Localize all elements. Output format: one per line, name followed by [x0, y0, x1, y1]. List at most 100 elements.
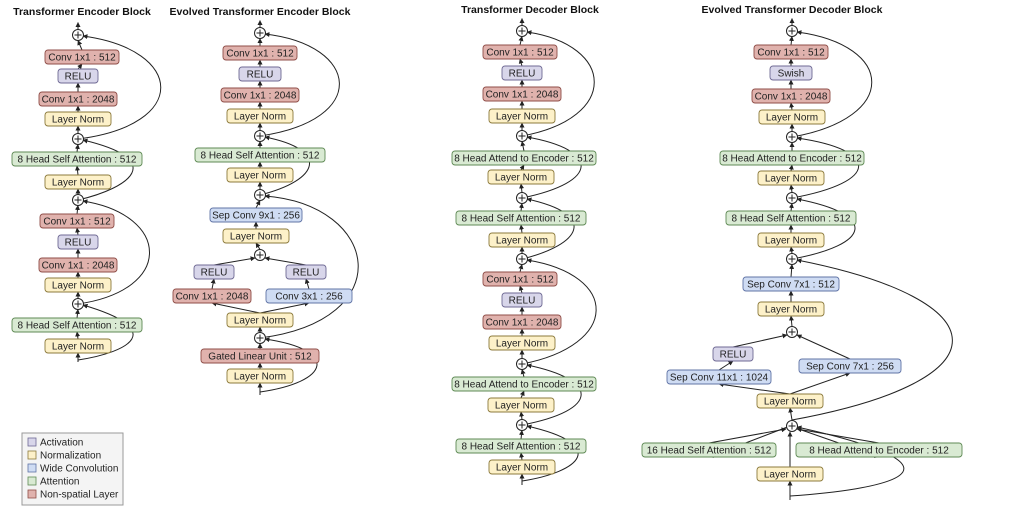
- layer-box-frame: [795, 442, 963, 458]
- layer-box-frame: [238, 66, 282, 82]
- layer-box-label: Layer Norm: [495, 401, 547, 412]
- legend-item-wide-convolution: Wide Convolution: [27, 463, 118, 475]
- legend-item-attention: Attention: [27, 476, 79, 488]
- layer-box-label: Layer Norm: [52, 281, 104, 292]
- connection-lines: [74, 18, 953, 500]
- layer-box-edec-sepconv11: Sep Conv 11x1 : 1024: [666, 369, 772, 385]
- skip-connection: [77, 303, 134, 361]
- connector: [75, 165, 80, 176]
- connector: [519, 411, 525, 420]
- layer-box-enc-ln2: Layer Norm: [44, 174, 112, 190]
- layer-box-frame: [200, 348, 320, 364]
- connector: [210, 278, 216, 290]
- connector: [518, 58, 524, 67]
- connector: [74, 144, 80, 153]
- title-evolved-transformer-decoder: Evolved Transformer Decoder Block: [702, 4, 883, 16]
- layer-box-label: 8 Head Attend to Encoder : 512: [454, 154, 594, 165]
- skip-connection: [791, 197, 856, 260]
- layer-box-eenc-glu: Gated Linear Unit : 512: [200, 348, 320, 364]
- add-node-edec-a6: [786, 420, 798, 432]
- legend-swatch: [27, 476, 37, 486]
- layer-box-label: 8 Head Attend to Encoder : 512: [454, 380, 594, 391]
- layer-box-frame: [44, 277, 112, 293]
- connector: [520, 141, 526, 152]
- layer-box-frame: [172, 288, 252, 304]
- connector: [732, 333, 788, 348]
- connector: [264, 256, 307, 266]
- layer-box-label: Layer Norm: [52, 342, 104, 353]
- layer-box-label: Conv 1x1 : 512: [226, 49, 294, 60]
- layer-box-label: Layer Norm: [765, 236, 817, 247]
- add-node-dec-a6: [516, 419, 528, 431]
- layer-box-label: RELU: [247, 70, 274, 81]
- layer-box-frame: [44, 174, 112, 190]
- connector: [789, 184, 795, 193]
- layer-box-frame: [11, 151, 143, 167]
- layer-box-label: 8 Head Self Attention : 512: [18, 155, 137, 166]
- layer-box-frame: [487, 397, 555, 413]
- layer-box-label: Layer Norm: [52, 115, 104, 126]
- layer-box-frame: [44, 338, 112, 354]
- skip-connection: [259, 32, 340, 137]
- layer-box-label: Layer Norm: [234, 372, 286, 383]
- connector: [259, 301, 310, 314]
- connector: [519, 164, 525, 171]
- layer-box-edec-ln3: Layer Norm: [757, 232, 825, 248]
- connector: [74, 309, 80, 319]
- connector: [519, 183, 525, 193]
- layer-box-frame: [226, 167, 294, 183]
- layer-box-eenc-sepconv: Sep Conv 9x1 : 256: [209, 207, 303, 223]
- legend-label: Wide Convolution: [40, 464, 118, 475]
- layer-box-frame: [455, 438, 587, 454]
- add-nodes: [72, 25, 798, 432]
- layer-box-enc-ln3: Layer Norm: [44, 277, 112, 293]
- layer-box-dec-ln5: Layer Norm: [487, 397, 555, 413]
- title-transformer-decoder: Transformer Decoder Block: [461, 4, 599, 16]
- connector: [718, 382, 791, 395]
- layer-box-edec-ln2: Layer Norm: [757, 170, 825, 186]
- layer-box-dec-ln4: Layer Norm: [488, 335, 556, 351]
- layer-box-edec-self-attn16: 16 Head Self Attention : 512: [641, 442, 777, 458]
- layer-box-label: 8 Head Self Attention : 512: [462, 214, 581, 225]
- layer-box-label: 8 Head Self Attention : 512: [201, 151, 320, 162]
- layer-box-frame: [725, 210, 857, 226]
- connector: [518, 285, 524, 294]
- legend-swatch: [27, 463, 37, 473]
- connector: [796, 427, 880, 444]
- layer-box-label: Layer Norm: [764, 397, 816, 408]
- layer-box-eenc-ln4: Layer Norm: [226, 312, 294, 328]
- layer-box-frame: [488, 108, 556, 124]
- layer-box-edec-conv2048: Conv 1x1 : 2048: [751, 88, 831, 104]
- layer-box-edec-relu: RELU: [712, 346, 754, 362]
- layer-box-label: Sep Conv 9x1 : 256: [212, 211, 300, 222]
- connector: [708, 427, 787, 444]
- layer-box-label: Sep Conv 7x1 : 256: [806, 362, 894, 373]
- skip-connection: [791, 136, 859, 199]
- add-node-enc-a2: [72, 133, 84, 145]
- layer-box-edec-ln1: Layer Norm: [758, 109, 826, 125]
- layer-box-frame: [757, 301, 825, 317]
- layer-box-frame: [482, 44, 558, 60]
- layer-box-eenc-conv1x1: Conv 1x1 : 2048: [172, 288, 252, 304]
- layer-box-dec-ln3: Layer Norm: [488, 232, 556, 248]
- layer-box-frame: [194, 147, 326, 163]
- add-node-eenc-a3: [254, 189, 266, 201]
- skip-connection: [77, 34, 162, 140]
- connector: [518, 430, 524, 440]
- layer-box-label: Conv 1x1 : 512: [486, 48, 554, 59]
- layer-box-label: Conv 3x1 : 256: [275, 292, 343, 303]
- layer-box-label: 8 Head Attend to Encoder : 512: [722, 154, 862, 165]
- layer-box-frame: [501, 292, 543, 308]
- layer-box-frame: [798, 358, 902, 374]
- layer-box-frame: [193, 264, 235, 280]
- add-node-eenc-a1: [254, 27, 266, 39]
- add-node-eenc-a4: [254, 249, 266, 261]
- layer-box-label: RELU: [509, 296, 536, 307]
- layer-box-dec-self-attn-top: 8 Head Self Attention : 512: [455, 210, 587, 226]
- layer-box-label: Layer Norm: [234, 316, 286, 327]
- layer-box-label: Layer Norm: [496, 236, 548, 247]
- connector: [255, 242, 261, 250]
- skip-connection: [521, 258, 597, 365]
- skip-connection: [521, 30, 595, 137]
- layer-box-frame: [44, 49, 120, 65]
